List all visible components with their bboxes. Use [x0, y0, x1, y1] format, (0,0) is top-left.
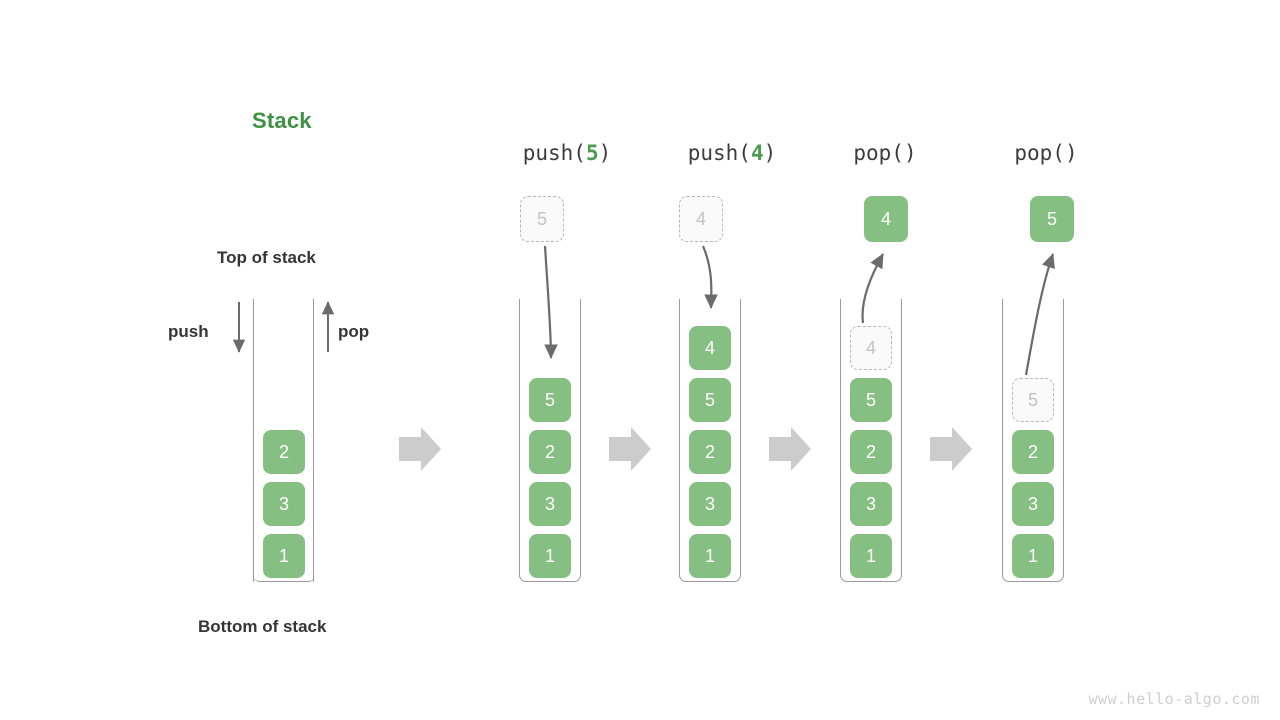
stack-column-pop-2: 1 3 2 5: [1002, 299, 1064, 582]
floating-ghost-block-push-4: 4: [679, 196, 723, 242]
step-arrow-3: [769, 427, 811, 471]
push-label: push: [168, 322, 209, 341]
op-header-pop-2: pop(): [1014, 141, 1077, 165]
stack-frame: [840, 299, 902, 582]
stack-slots: 1 3 2 5 4: [840, 318, 902, 578]
stack-guide-line-right: [313, 299, 314, 582]
stack-slots: 1 3 2: [253, 422, 315, 578]
floating-ghost-block-push-5: 5: [520, 196, 564, 242]
op-header-prefix: pop(: [853, 141, 904, 165]
page-title: Stack: [252, 108, 312, 133]
stack-cell: 2: [689, 430, 731, 474]
top-of-stack-label: Top of stack: [217, 248, 316, 267]
stack-frame: [253, 299, 315, 582]
op-header-prefix: push(: [522, 141, 586, 165]
stack-frame: [679, 299, 741, 582]
pop-label: pop: [338, 322, 370, 341]
stack-frame: [1002, 299, 1064, 582]
stack-frame: [519, 299, 581, 582]
op-header-suffix: ): [763, 141, 777, 165]
stack-cell: 2: [263, 430, 305, 474]
stack-column-push-5: 1 3 2 5: [519, 299, 581, 582]
stack-cell: 1: [1012, 534, 1054, 578]
stack-cell: 3: [529, 482, 571, 526]
op-header-suffix: ): [903, 141, 917, 165]
step-arrow-2: [609, 427, 651, 471]
op-header-arg: 5: [585, 141, 599, 165]
stack-cell: 5: [689, 378, 731, 422]
stack-cell: 2: [529, 430, 571, 474]
step-arrow-1: [399, 427, 441, 471]
stack-cell: 2: [850, 430, 892, 474]
stack-cell-ghost: 4: [850, 326, 892, 370]
stack-cell: 1: [850, 534, 892, 578]
stack-cell: 3: [263, 482, 305, 526]
stack-cell: 3: [1012, 482, 1054, 526]
stack-cell: 4: [689, 326, 731, 370]
stack-slots: 1 3 2 5: [1002, 370, 1064, 578]
step-arrow-4: [930, 427, 972, 471]
stack-cell: 2: [1012, 430, 1054, 474]
stack-cell: 1: [529, 534, 571, 578]
stack-cell: 3: [850, 482, 892, 526]
stack-cell-ghost: 5: [1012, 378, 1054, 422]
op-header-push-5: push(5): [523, 141, 612, 165]
stack-column-initial: 1 3 2: [253, 299, 315, 582]
stack-cell: 1: [689, 534, 731, 578]
stack-cell: 5: [529, 378, 571, 422]
op-header-prefix: push(: [687, 141, 751, 165]
stack-column-push-4: 1 3 2 5 4: [679, 299, 741, 582]
op-header-suffix: ): [598, 141, 612, 165]
stack-column-pop-1: 1 3 2 5 4: [840, 299, 902, 582]
op-header-pop-1: pop(): [853, 141, 916, 165]
bottom-of-stack-label: Bottom of stack: [198, 617, 327, 636]
popped-block-pop-2: 5: [1030, 196, 1074, 242]
stack-slots: 1 3 2 5: [519, 370, 581, 578]
stack-cell: 5: [850, 378, 892, 422]
popped-block-pop-1: 4: [864, 196, 908, 242]
stack-cell: 3: [689, 482, 731, 526]
op-header-arg: 4: [750, 141, 764, 165]
op-header-suffix: ): [1064, 141, 1078, 165]
stack-slots: 1 3 2 5 4: [679, 318, 741, 578]
watermark: www.hello-algo.com: [1088, 690, 1260, 708]
stack-guide-line-left: [253, 299, 254, 582]
op-header-prefix: pop(: [1014, 141, 1065, 165]
op-header-push-4: push(4): [688, 141, 777, 165]
stack-cell: 1: [263, 534, 305, 578]
